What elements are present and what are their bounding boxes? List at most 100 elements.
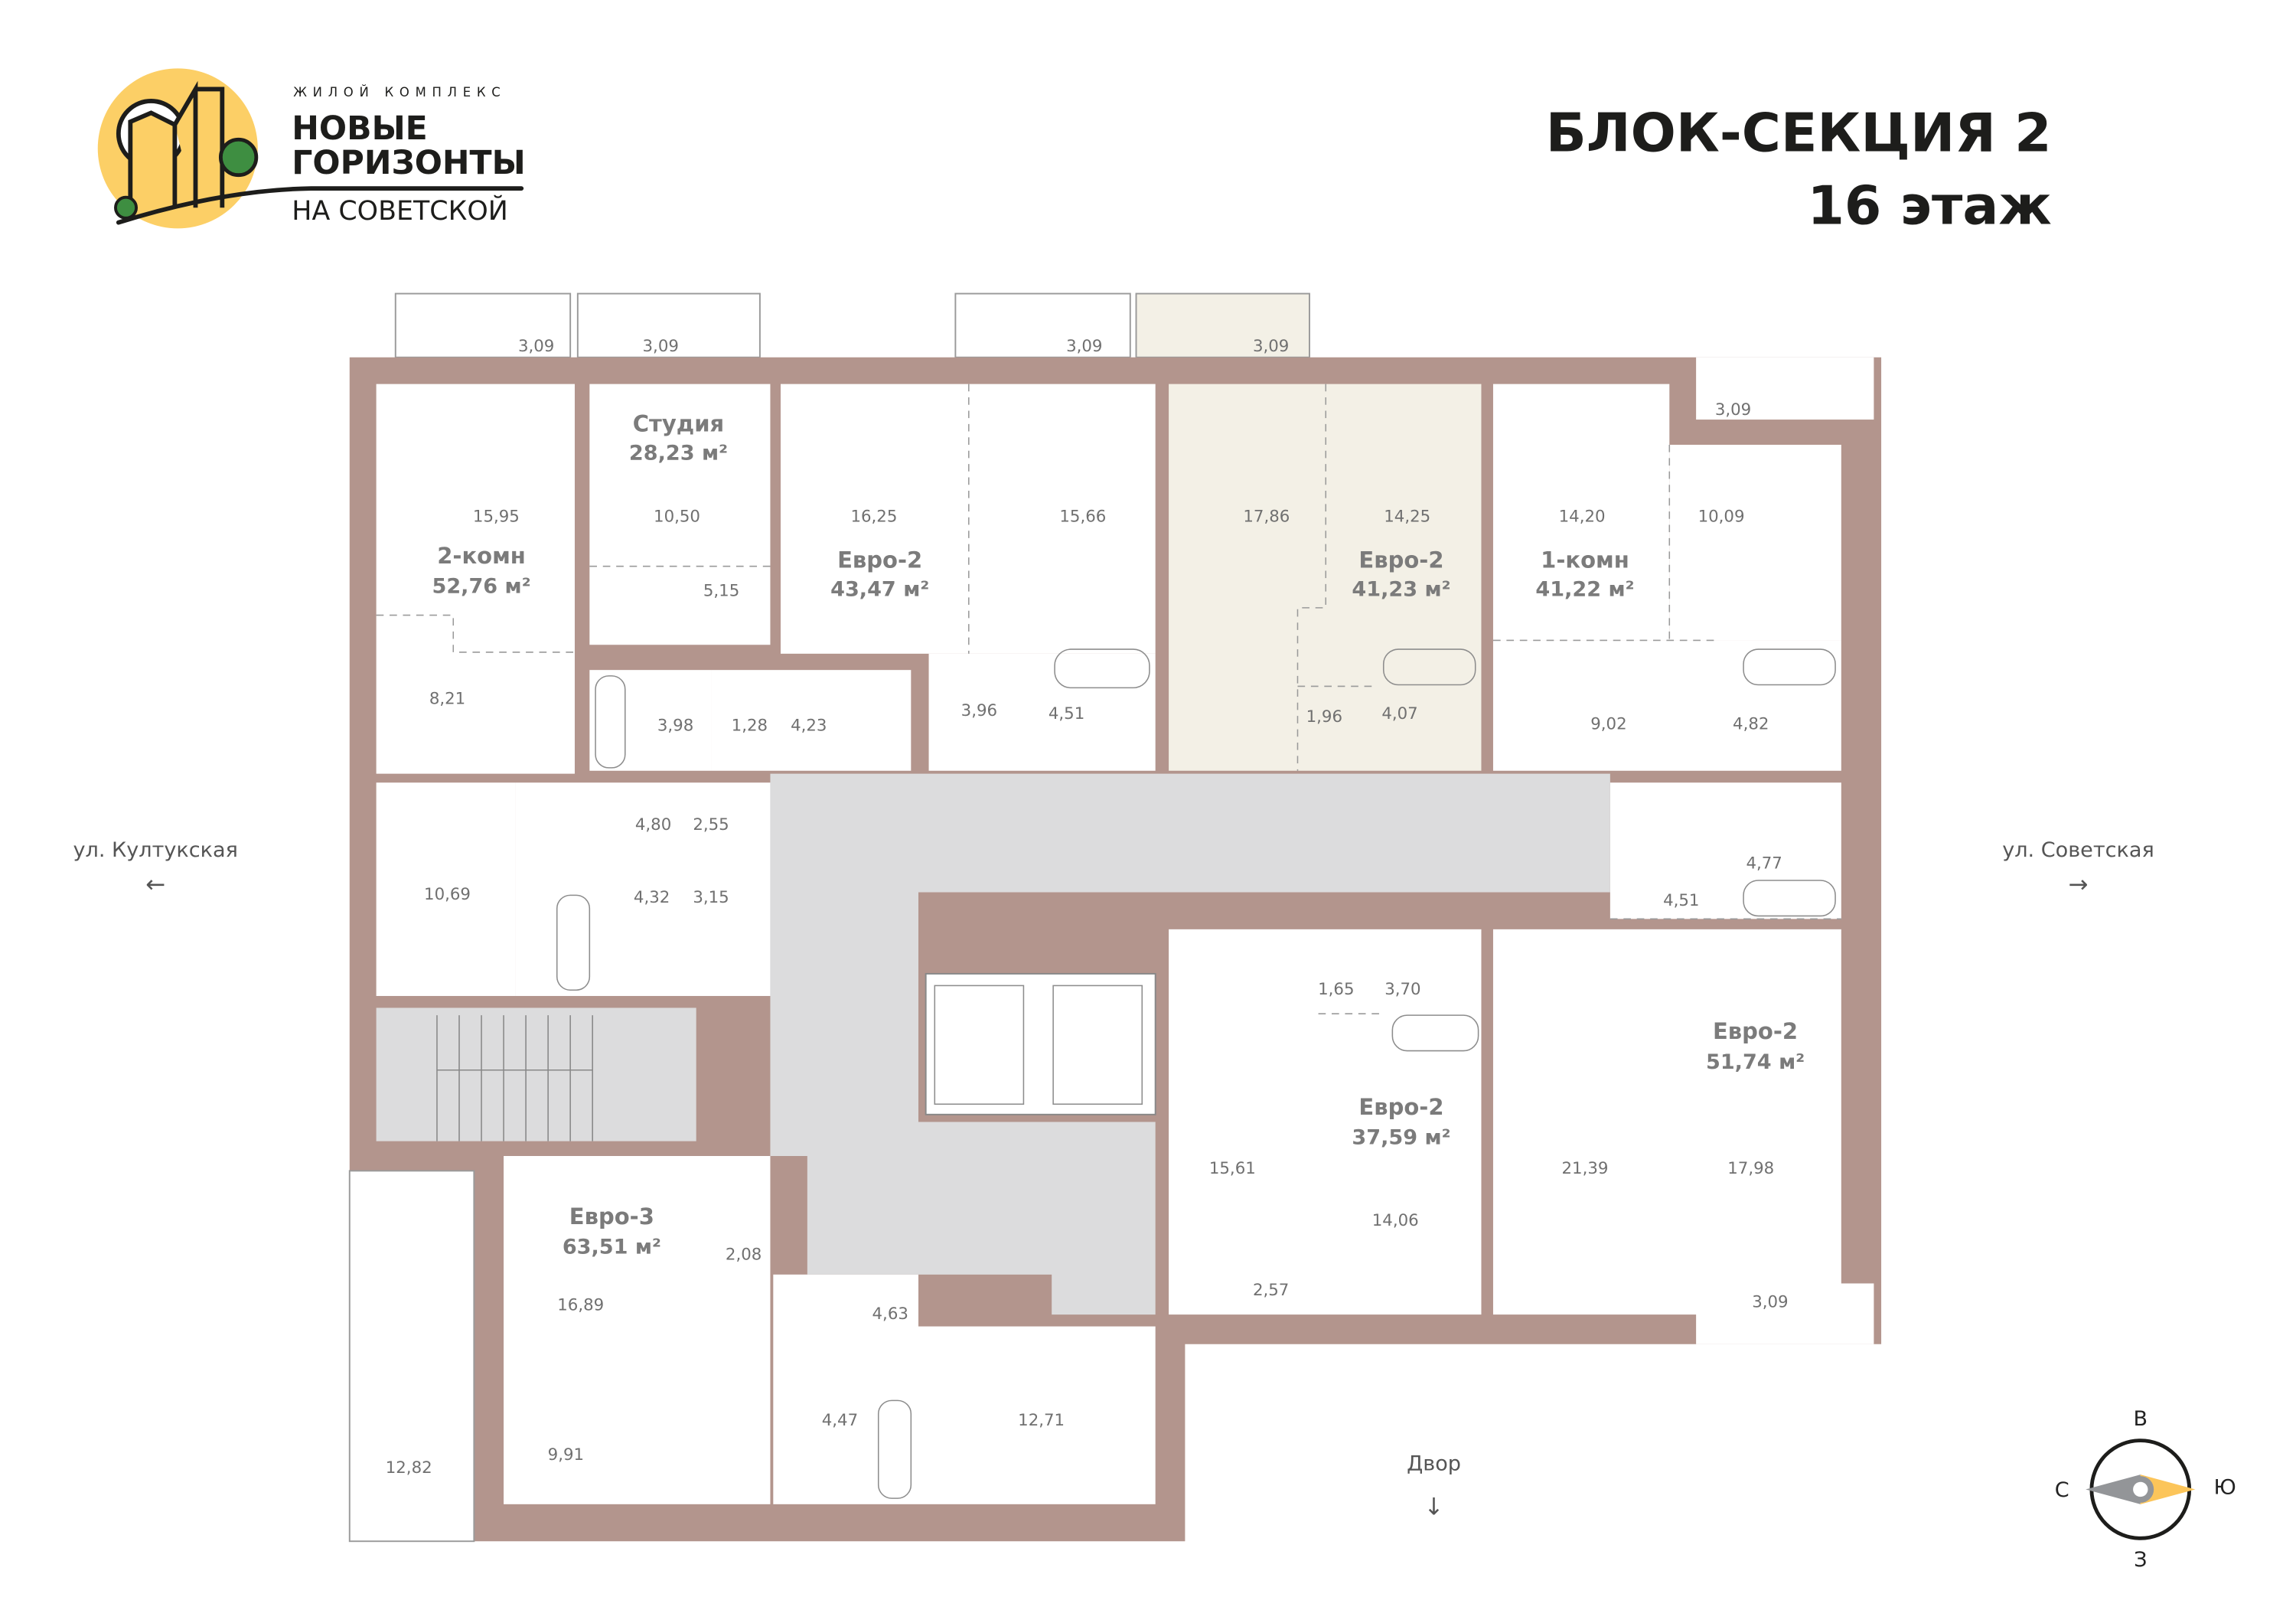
compass-south: Ю — [2213, 1475, 2236, 1499]
apartment-type: Евро-2 — [1713, 1018, 1798, 1044]
apt-2k-living — [376, 384, 575, 774]
balcony — [576, 292, 761, 358]
apartment-euro2-b-highlighted[interactable]: Евро-241,23 м² — [1352, 547, 1450, 602]
studio-hall — [711, 670, 912, 771]
balcony-top-right — [1696, 357, 1874, 420]
euro2-a-rooms — [781, 384, 1156, 654]
arrow-left-icon: ← — [145, 870, 165, 898]
apartment-1k[interactable]: 1-комн 41,22 м² — [1535, 547, 1634, 602]
room-area: 12,71 — [1018, 1411, 1065, 1430]
bathtub-icon — [1743, 648, 1836, 686]
apartment-type: 2-комн — [437, 543, 526, 569]
bathtub-icon — [1382, 648, 1476, 686]
euro2-b-highlighted — [1169, 384, 1482, 771]
1k-room — [1492, 384, 1670, 641]
bathtub-icon — [1054, 648, 1150, 689]
room-area: 10,50 — [654, 508, 700, 527]
room-area: 16,89 — [557, 1295, 604, 1314]
logo-line3: НА СОВЕТСКОЙ — [292, 194, 508, 227]
studio-room — [589, 384, 771, 645]
apartment-euro2-c[interactable]: Евро-2 51,74 м² — [1706, 1018, 1805, 1074]
loggia-bottom-left — [348, 1170, 475, 1543]
elevator-shaft — [925, 972, 1156, 1115]
compass-needle-north — [2086, 1474, 2141, 1504]
room-area: 10,69 — [424, 885, 471, 904]
bathtub-icon — [877, 1399, 912, 1499]
apartment-type: Евро-2 — [1358, 1094, 1443, 1120]
room-area: 3,09 — [1066, 337, 1102, 356]
apartment-euro3[interactable]: Евро-363,51 м² — [563, 1203, 661, 1259]
apartment-area: 43,47 м² — [830, 577, 929, 601]
room-area: 9,91 — [548, 1445, 584, 1465]
floor-title: 16 этаж — [1807, 175, 2051, 237]
room-area: 2,55 — [693, 815, 729, 834]
apartment-type: Евро-2 — [837, 547, 922, 573]
section-title: БЛОК-СЕКЦИЯ 2 — [1546, 103, 2052, 165]
logo-tagline: ЖИЛОЙ КОМПЛЕКС — [293, 85, 506, 100]
euro2-d-rooms — [1169, 929, 1482, 1315]
zone-lines — [376, 384, 1841, 1014]
room-area: 21,39 — [1561, 1159, 1608, 1178]
room-area: 14,06 — [1372, 1211, 1419, 1230]
apartment-euro2-a[interactable]: Евро-2 43,47 м² — [830, 547, 929, 602]
room-area: 15,95 — [473, 508, 520, 527]
1k-hall — [1492, 640, 1841, 771]
stair-steps — [436, 1015, 593, 1141]
courtyard-label: Двор — [1407, 1452, 1461, 1475]
euro3-bedroom — [918, 1326, 1156, 1504]
room-area: 3,15 — [693, 888, 729, 907]
room-area: 17,86 — [1243, 508, 1290, 527]
room-area: 9,02 — [1590, 715, 1626, 734]
euro2-c-hall — [1609, 782, 1841, 919]
apartment-area: 41,22 м² — [1535, 577, 1634, 601]
studio-bath — [589, 670, 712, 771]
apartment-area: 63,51 м² — [563, 1236, 661, 1259]
logo-horizon-line — [116, 186, 524, 225]
room-area: 15,61 — [1209, 1159, 1256, 1178]
room-area: 1,28 — [732, 717, 768, 736]
compass-east: В — [2133, 1407, 2148, 1431]
staircase — [376, 1007, 696, 1141]
compass: В С Ю З — [2055, 1407, 2236, 1572]
room-area: 15,66 — [1059, 508, 1106, 527]
logo-line2: ГОРИЗОНТЫ — [292, 144, 525, 182]
1k-kitchen — [1669, 444, 1841, 641]
euro2-a-hall — [928, 653, 1156, 771]
logo-tree-small-icon — [114, 195, 138, 220]
room-area: 4,80 — [635, 815, 671, 834]
balcony-highlighted — [1135, 292, 1310, 358]
euro2-c-rooms — [1492, 929, 1841, 1315]
apt-2k-hall — [515, 782, 771, 996]
apartment-type: 1-комн — [1541, 547, 1629, 573]
room-area: 3,70 — [1384, 980, 1420, 999]
street-left-label: ул. Култукская — [73, 838, 238, 862]
room-area: 14,20 — [1559, 508, 1606, 527]
room-area: 4,63 — [872, 1305, 908, 1324]
room-area: 3,09 — [1715, 400, 1751, 420]
logo-line1: НОВЫЕ — [292, 109, 428, 148]
room-area: 5,15 — [703, 581, 739, 600]
room-area: 17,98 — [1727, 1159, 1774, 1178]
euro3-hall — [773, 1274, 918, 1504]
room-area: 3,09 — [518, 337, 554, 356]
room-area: 3,09 — [1253, 337, 1289, 356]
apt-2k-bedroom — [376, 782, 516, 996]
arrow-down-icon: ↓ — [1424, 1493, 1444, 1520]
room-area: 1,65 — [1318, 980, 1354, 999]
room-area: 3,96 — [961, 701, 997, 720]
bathtub-icon — [595, 675, 626, 769]
room-area: 4,51 — [1663, 891, 1699, 910]
apartment-euro2-d[interactable]: Евро-2 37,59 м² — [1352, 1094, 1450, 1150]
apartment-area: 51,74 м² — [1706, 1050, 1805, 1074]
common-areas — [376, 773, 1610, 1315]
arrow-right-icon: → — [2069, 870, 2089, 898]
apartment-area: 37,59 м² — [1352, 1126, 1450, 1150]
room-area: 4,07 — [1381, 704, 1417, 723]
room-area: 2,57 — [1253, 1281, 1289, 1300]
room-areas: 3,09 3,09 3,09 3,09 3,09 15,95 10,50 5,1… — [386, 337, 1789, 1478]
room-area: 3,98 — [657, 717, 693, 736]
bathtub-icon — [556, 894, 591, 991]
